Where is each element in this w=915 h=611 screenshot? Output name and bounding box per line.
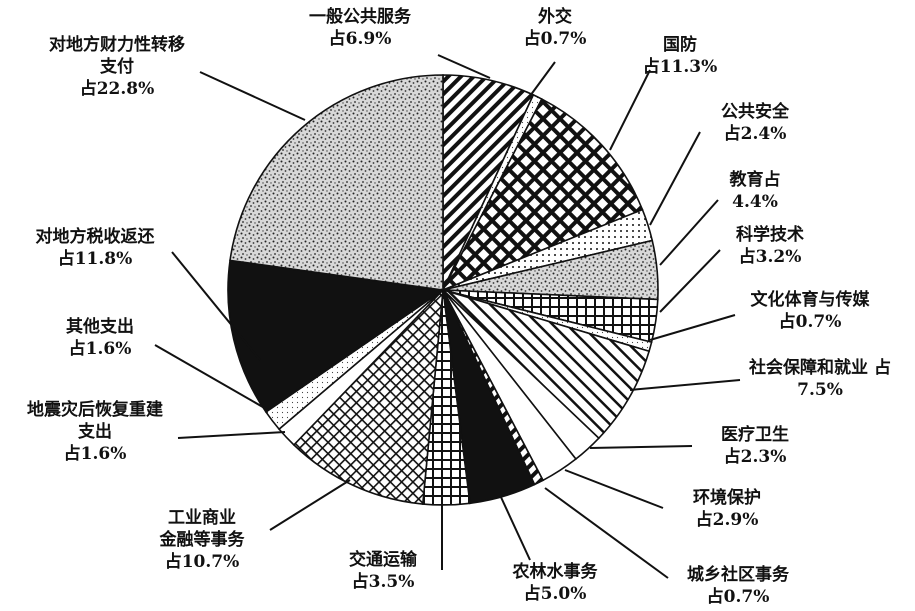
leader-line	[529, 61, 556, 97]
leader-line	[177, 431, 286, 439]
slice-label: 其他支出占1.6%	[66, 316, 134, 359]
leader-line	[649, 314, 736, 341]
leader-line	[199, 71, 306, 121]
slice-label: 外交占0.7%	[524, 6, 587, 49]
slice-label: 医疗卫生占2.3%	[721, 424, 789, 467]
pie-slice	[229, 74, 444, 291]
leader-line	[609, 69, 651, 151]
leader-line	[629, 379, 741, 391]
slice-label: 文化体育与传媒占0.7%	[751, 289, 871, 332]
slice-label: 一般公共服务占6.9%	[309, 6, 412, 49]
pie-slice	[441, 97, 644, 292]
pie-slice	[227, 259, 446, 414]
leader-line	[544, 487, 669, 579]
slice-label: 公共安全占2.4%	[721, 101, 790, 144]
leader-line	[589, 445, 693, 449]
leader-line	[269, 479, 351, 531]
pie-slice	[292, 287, 445, 505]
slice-label: 地震灾后恢复重建支出占1.6%	[27, 399, 163, 464]
slice-label: 城乡社区事务占0.7%	[687, 564, 790, 607]
slice-label: 对地方税收返还占11.8%	[36, 226, 156, 269]
slice-label: 对地方财力性转移支付占22.8%	[49, 34, 185, 99]
leader-line	[649, 131, 701, 226]
slice-label: 工业商业金融等事务占10.7%	[159, 507, 246, 572]
slice-label: 农林水事务占5.0%	[512, 561, 599, 604]
leader-line	[499, 494, 531, 561]
leader-line	[564, 469, 664, 509]
leader-line	[171, 251, 261, 361]
slice-label: 环境保护占2.9%	[693, 487, 761, 530]
slice-label: 科学技术占3.2%	[736, 224, 804, 267]
leader-line	[659, 249, 721, 313]
leader-line	[659, 199, 719, 266]
leader-line	[437, 54, 491, 79]
slice-label: 国防占11.3%	[643, 34, 718, 77]
pie-slice	[442, 289, 651, 440]
leader-line	[154, 344, 269, 411]
slice-label: 交通运输占3.5%	[349, 549, 418, 592]
